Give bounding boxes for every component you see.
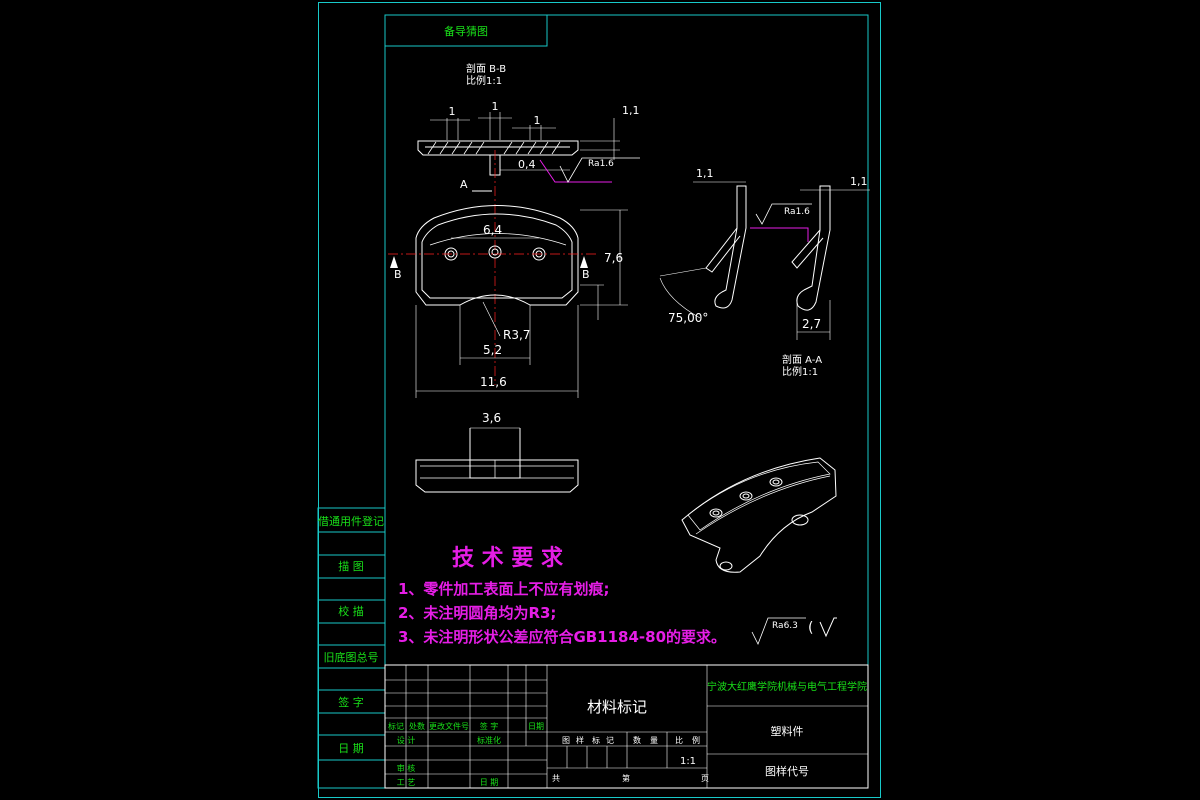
drawing-outer-frame [318, 2, 881, 798]
dim-1-1-right: 1,1 [850, 175, 868, 188]
title-block-label: 处数 [409, 721, 425, 731]
drawing-code: 图样代号 [765, 764, 809, 778]
section-aa-title: 剖面 A-A [782, 353, 822, 366]
roughness-general: Ra6.3 [772, 621, 798, 631]
dim-1-right: 1 [534, 114, 541, 127]
title-block-process: 工 艺 [397, 778, 416, 787]
stage-header: 样 [576, 735, 584, 745]
stage-header: 记 [606, 736, 614, 745]
sheet-num: 第 [622, 773, 630, 783]
tech-requirements-title: 技 术 要 求 [452, 546, 563, 571]
title-block-label: 日期 [528, 722, 544, 731]
section-b-right-label: B [582, 268, 590, 281]
dim-75-angle: 75,00° [668, 311, 708, 325]
section-a-label: A [460, 178, 468, 191]
strip-label: 签 字 [338, 695, 364, 709]
dim-0-4: 0,4 [518, 158, 536, 171]
stage-header: 图 [562, 736, 570, 745]
title-block-standardize: 标准化 [477, 735, 501, 745]
roughness-top: Ra1.6 [588, 159, 614, 169]
title-block-label: 标记 [388, 721, 404, 731]
title-block-review: 审 核 [397, 763, 416, 773]
stage-header: 例 [692, 735, 700, 745]
roughness-side: Ra1.6 [784, 207, 810, 217]
left-strip: 借通用件登记 描 图 校 描 旧底图总号 签 字 日 期 [317, 507, 386, 789]
stage-header: 量 [650, 736, 658, 745]
svg-text:(: ( [808, 620, 813, 636]
part-name: 塑料件 [771, 724, 804, 738]
section-bb-title: 剖面 B-B [466, 62, 506, 75]
stage-header: 比 [675, 735, 683, 745]
section-aa-view: 1,1 1,1 Ra1.6 75,00° 2,7 剖面 A-A 比例1:1 [659, 167, 870, 378]
tech-requirement-item: 2、未注明圆角均为R3; [398, 604, 556, 622]
title-block-date: 日 期 [480, 778, 499, 787]
front-view: 6,4 B B 7,6 R3,7 5,2 11,6 [388, 205, 628, 398]
title-block-label: 签 字 [480, 721, 499, 731]
strip-label: 旧底图总号 [324, 650, 379, 664]
strip-label: 日 期 [338, 742, 364, 755]
section-bb-scale: 比例1:1 [466, 74, 502, 87]
dim-7-6: 7,6 [604, 251, 623, 265]
strip-label: 借通用件登记 [318, 514, 384, 528]
title-block-label: 更改文件号 [429, 721, 469, 731]
strip-label: 描 图 [338, 559, 364, 573]
material-label: 材料标记 [587, 698, 647, 716]
top-tag-text: 备导猜图 [444, 24, 488, 38]
drawing-inner-frame [384, 14, 869, 789]
stage-header: 数 [633, 735, 641, 745]
dim-3-6: 3,6 [482, 411, 501, 425]
top-tag-box [384, 14, 548, 47]
tech-requirement-item: 1、零件加工表面上不应有划痕; [398, 580, 609, 598]
section-aa-scale: 比例1:1 [782, 365, 818, 378]
bottom-view: 3,6 [415, 411, 579, 493]
dim-11-6: 11,6 [480, 375, 507, 389]
dim-1-left: 1 [449, 105, 456, 118]
section-bb-view: 剖面 B-B 比例1:1 1 1 1 1,1 0,4 Ra1.6 [417, 62, 640, 385]
sheet-total: 共 [552, 774, 560, 783]
dim-1-1-top: 1,1 [622, 104, 640, 117]
tech-requirement-item: 3、未注明形状公差应符合GB1184-80的要求。 [398, 628, 726, 646]
title-block-design: 设 计 [397, 735, 416, 745]
dim-2-7: 2,7 [802, 317, 821, 331]
tech-requirements: 技 术 要 求 1、零件加工表面上不应有划痕; 2、未注明圆角均为R3; 3、未… [398, 546, 837, 646]
stage-header: 标 [592, 735, 600, 745]
scale-value: 1:1 [680, 756, 696, 767]
dim-r3-7: R3,7 [503, 328, 530, 342]
title-block: 标记 处数 更改文件号 签 字 日期 设 计 标准化 审 核 工 艺 日 期 材… [384, 664, 869, 789]
isometric-view [681, 457, 837, 573]
sheet-page: 页 [701, 774, 709, 783]
section-b-left-label: B [394, 268, 402, 281]
dim-1-1-left: 1,1 [696, 167, 714, 180]
school-name: 宁波大红鹰学院机械与电气工程学院 [707, 680, 867, 693]
dim-6-4: 6,4 [483, 223, 502, 237]
dim-5-2: 5,2 [483, 343, 502, 357]
dim-1-mid: 1 [492, 100, 499, 113]
strip-label: 校 描 [338, 604, 364, 618]
